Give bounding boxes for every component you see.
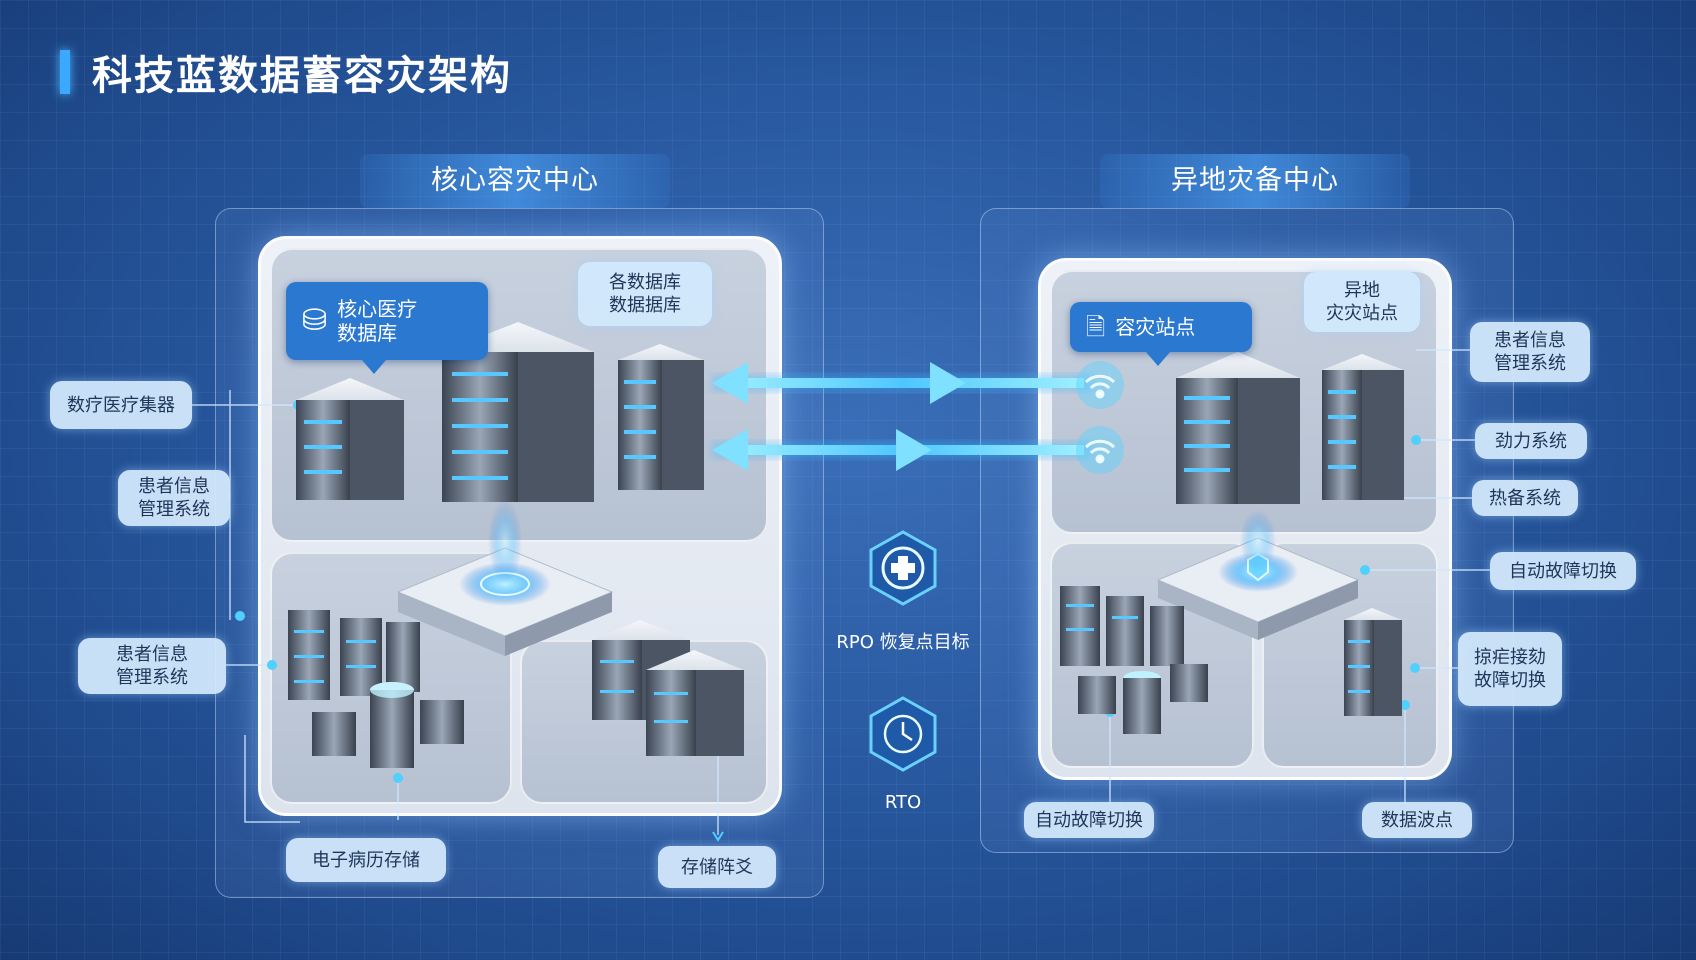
core-db-callout: ⛁ 核心医疗 数据库 [286, 282, 488, 374]
page-title-text: 科技蓝数据蓄容灾架构 [92, 53, 512, 99]
wifi-icon [1076, 426, 1124, 474]
core-server-rack-large [442, 322, 594, 502]
remote-tag-hot-standby: 热备系统 [1472, 480, 1578, 516]
core-db-label-line-2: 数据据库 [609, 295, 681, 316]
rto-label: RTO [884, 792, 922, 813]
remote-site-callout: 🗎 容灾站点 [1070, 302, 1252, 366]
core-db-callout-text: 核心医疗 数据库 [337, 297, 417, 345]
remote-tag-hot-standby-text: 热备系统 [1489, 487, 1561, 509]
remote-site-label-line-1: 异地 [1344, 280, 1380, 301]
page-title: 科技蓝数据蓄容灾架构 [60, 48, 512, 99]
remote-tag-auto-failover-text: 自动故障切换 [1035, 809, 1143, 831]
remote-tag-auto-failover-right-text: 自动故障切换 [1509, 560, 1617, 582]
rpo-label: RPO 恢复点目标 [836, 632, 970, 653]
medical-cross-icon [869, 530, 937, 606]
core-tag-patient-mgmt-1-line-2: 管理系统 [138, 499, 210, 520]
core-db-label: 各数据库数据据库 [578, 262, 712, 326]
core-tag-patient-mgmt-2-line-2: 管理系统 [116, 667, 188, 688]
remote-site-label: 异地灾灾站点 [1304, 272, 1420, 332]
remote-tag-failover-combo-line-2: 故障切换 [1474, 670, 1546, 691]
database-icon: ⛁ [302, 303, 328, 338]
remote-site-label-line-2: 灾灾站点 [1326, 303, 1398, 324]
core-tag-storage-array: 存储阵爻 [658, 846, 776, 888]
core-tag-patient-mgmt-2-line-1: 患者信息 [116, 644, 188, 665]
remote-tag-patient-mgmt: 患者信息管理系统 [1470, 322, 1590, 382]
core-hub [396, 500, 614, 656]
core-tag-collector-text: 数疗医疗集器 [67, 394, 175, 416]
remote-tag-auto-failover: 自动故障切换 [1024, 802, 1154, 838]
remote-tag-failover-combo-line-1: 掠疟接劾 [1474, 647, 1546, 668]
data-link-bottom [712, 429, 1092, 471]
core-db-callout-line-1: 核心医疗 [337, 297, 418, 321]
recovery-time-icon [869, 696, 937, 772]
remote-tag-patient-mgmt-line-1: 患者信息 [1494, 330, 1566, 351]
remote-hub [1156, 510, 1360, 640]
remote-tag-data-wave-text: 数据波点 [1381, 809, 1453, 831]
core-tag-patient-mgmt-1: 患者信息管理系统 [118, 470, 230, 526]
remote-tag-auto-failover-right: 自动故障切换 [1490, 552, 1636, 590]
remote-tag-drive-system: 劲力系统 [1475, 423, 1587, 459]
core-db-callout-line-2: 数据库 [337, 321, 398, 345]
core-tag-patient-mgmt-1-line-1: 患者信息 [138, 476, 210, 497]
remote-tag-patient-mgmt-line-2: 管理系统 [1494, 353, 1566, 374]
wifi-icon [1076, 361, 1124, 409]
core-tag-storage-array-text: 存储阵爻 [681, 856, 753, 878]
core-tag-collector: 数疗医疗集器 [50, 381, 192, 429]
remote-tag-failover-combo: 掠疟接劾故障切换 [1458, 632, 1562, 706]
core-server-rack-tower [618, 344, 704, 490]
core-db-label-line-1: 各数据库 [609, 272, 681, 293]
core-tag-emr-storage-text: 电子病历存储 [312, 849, 420, 871]
core-tag-patient-mgmt-2: 患者信息管理系统 [78, 638, 226, 694]
remote-server-rack-large [1176, 352, 1300, 504]
remote-tag-data-wave: 数据波点 [1362, 802, 1472, 838]
region-label-remote: 异地灾备中心 [1100, 154, 1410, 208]
core-server-rack-small [296, 378, 404, 500]
title-accent-bar [60, 50, 70, 94]
remote-server-rack-tower [1322, 354, 1404, 500]
data-link-top [712, 362, 1092, 404]
remote-site-callout-text: 容灾站点 [1115, 315, 1196, 339]
remote-tag-drive-system-text: 劲力系统 [1495, 430, 1567, 452]
document-icon: 🗎 [1086, 313, 1106, 341]
core-tag-emr-storage: 电子病历存储 [286, 838, 446, 882]
region-label-core: 核心容灾中心 [360, 154, 670, 208]
